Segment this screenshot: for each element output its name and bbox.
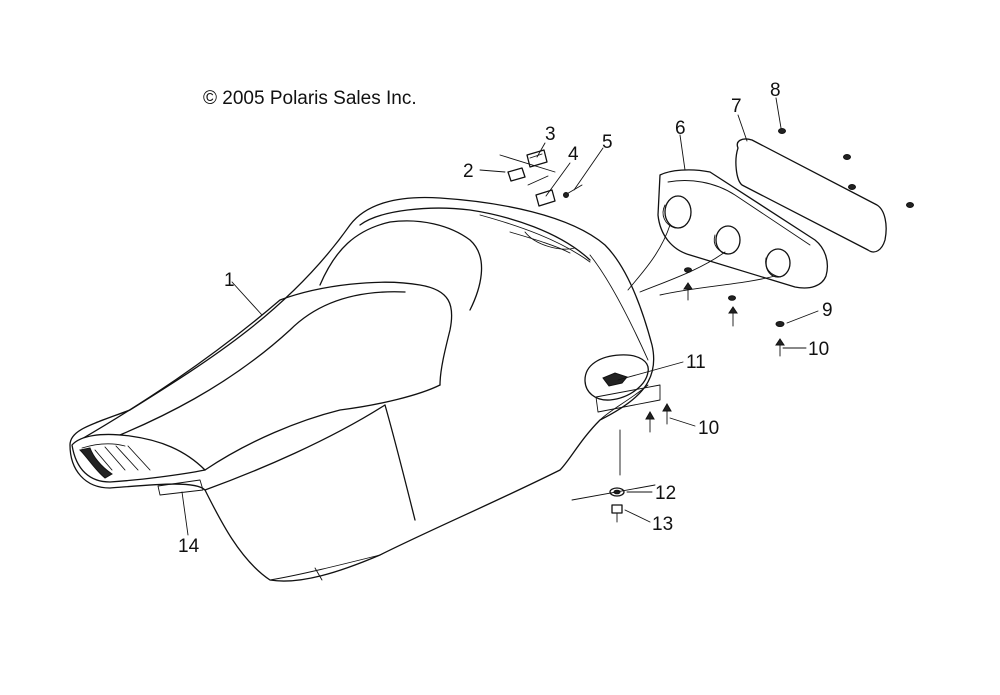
callout-11: 11 — [686, 352, 706, 373]
fastener-9 — [775, 321, 785, 327]
mount-line — [571, 484, 656, 501]
callout-8: 8 — [770, 80, 781, 101]
callout-6: 6 — [675, 118, 686, 139]
callout-7: 7 — [731, 96, 742, 117]
callout-4: 4 — [568, 144, 579, 165]
fastener-8 — [778, 128, 914, 208]
seat-body — [69, 196, 655, 582]
callout-5: 5 — [602, 132, 613, 153]
bolt-13 — [611, 504, 623, 523]
screws-10-right — [683, 267, 785, 357]
decal-4 — [535, 189, 556, 207]
taillight-housing — [627, 169, 829, 296]
callout-9: 9 — [822, 300, 833, 321]
copyright-notice: © 2005 Polaris Sales Inc. — [203, 88, 417, 109]
callout-2: 2 — [463, 161, 474, 182]
callout-14: 14 — [178, 536, 200, 557]
callout-12: 12 — [655, 483, 676, 504]
seat-latch — [584, 354, 649, 401]
screws-10-left — [645, 402, 672, 433]
callout-13: 13 — [652, 514, 673, 535]
latch-bracket — [595, 384, 661, 413]
decal-3 — [526, 149, 548, 168]
callout-10-right: 10 — [808, 339, 829, 360]
leader-lines — [181, 97, 819, 536]
taillight-lens — [735, 138, 887, 253]
callout-10-left: 10 — [698, 418, 719, 439]
callout-1: 1 — [224, 270, 235, 291]
screw-5 — [563, 184, 583, 198]
callout-3: 3 — [545, 124, 556, 145]
decal-leader — [499, 154, 556, 173]
decal-2 — [507, 167, 526, 182]
